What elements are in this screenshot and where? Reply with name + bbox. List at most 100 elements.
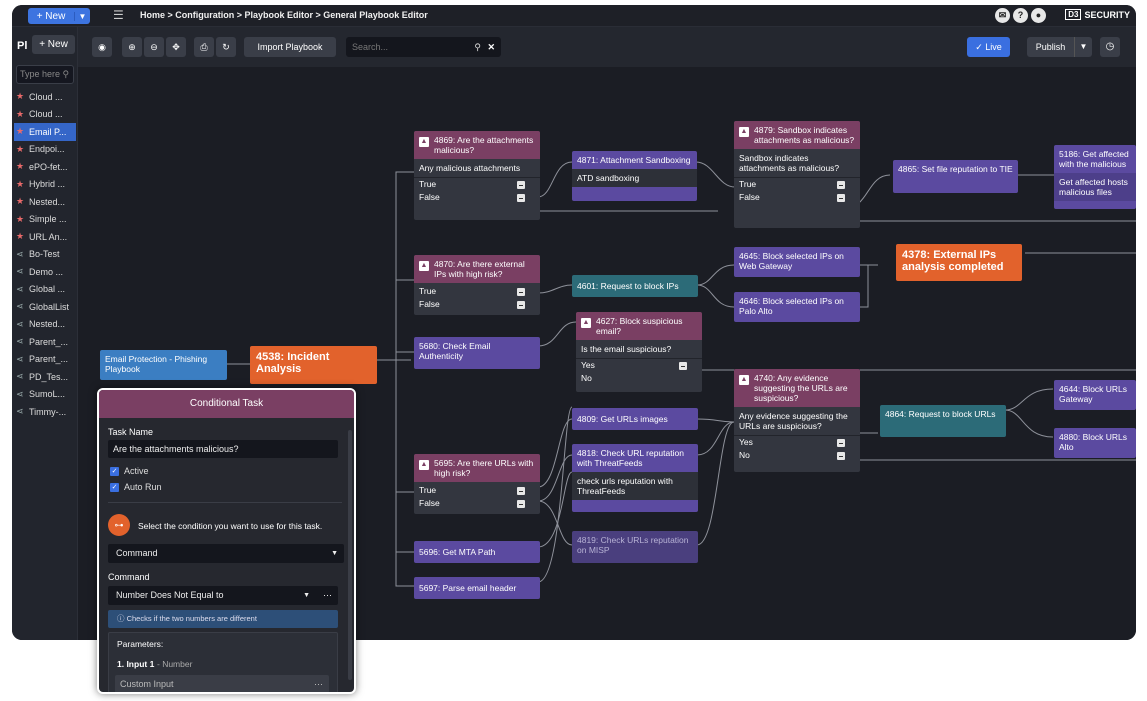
node-4819[interactable]: 4819: Check URLs reputation on MISP (572, 531, 698, 563)
zoom-in-icon[interactable]: ⊕ (122, 37, 142, 57)
sidebar-item[interactable]: ★Hybrid ... (12, 176, 78, 194)
minus-icon[interactable] (837, 452, 845, 460)
sidebar-item[interactable]: ★ePO-fet... (12, 158, 78, 176)
sidebar-item[interactable]: ⋖Parent_... (12, 333, 78, 351)
node-4627[interactable]: ▲4627: Block suspicious email? Is the em… (576, 312, 702, 392)
more-icon[interactable]: ⋯ (314, 679, 323, 689)
auto-run-checkbox[interactable]: ✓Auto Run (110, 482, 162, 492)
minus-icon[interactable] (837, 194, 845, 202)
node-5696[interactable]: 5696: Get MTA Path (414, 541, 540, 563)
menu-toggle-icon[interactable]: ☰ (113, 8, 124, 22)
sidebar-item[interactable]: ⋖GlobalList (12, 298, 78, 316)
sidebar-item[interactable]: ★Cloud ... (12, 88, 78, 106)
node-4879-true[interactable]: True (734, 178, 860, 191)
node-4869[interactable]: ▲4869: Are the attachments malicious? An… (414, 131, 540, 220)
sidebar-item[interactable]: ⋖PD_Tes... (12, 368, 78, 386)
node-4871[interactable]: 4871: Attachment Sandboxing ATD sandboxi… (572, 151, 697, 201)
minus-icon[interactable] (679, 362, 687, 370)
chat-icon[interactable]: ✉ (995, 8, 1010, 23)
node-4870-false[interactable]: False (414, 298, 540, 311)
node-4740-no[interactable]: No (734, 449, 860, 462)
sidebar-item[interactable]: ⋖Bo-Test (12, 246, 78, 264)
sidebar-item[interactable]: ★Email P... (14, 123, 76, 141)
node-4646[interactable]: 4646: Block selected IPs on Palo Alto (734, 292, 860, 322)
sidebar-item[interactable]: ★Nested... (12, 193, 78, 211)
node-4870-true[interactable]: True (414, 285, 540, 298)
search-icon[interactable]: ⚲ (474, 42, 481, 52)
sidebar-item[interactable]: ⋖Global ... (12, 281, 78, 299)
zoom-out-icon[interactable]: ⊖ (144, 37, 164, 57)
node-5695-title: ▲5695: Are there URLs with high risk? (414, 454, 540, 482)
node-4740-yes[interactable]: Yes (734, 436, 860, 449)
node-5695[interactable]: ▲5695: Are there URLs with high risk? Tr… (414, 454, 540, 514)
close-icon[interactable]: ✕ (487, 42, 495, 52)
node-4879[interactable]: ▲4879: Sandbox indicates attachments as … (734, 121, 860, 228)
minus-icon[interactable] (517, 194, 525, 202)
node-4870[interactable]: ▲4870: Are there external IPs with high … (414, 255, 540, 315)
node-4378[interactable]: 4378: External IPs analysis completed (896, 244, 1022, 281)
minus-icon[interactable] (837, 181, 845, 189)
minus-icon[interactable] (517, 500, 525, 508)
sidebar-search-input[interactable]: Type here ⚲ (16, 65, 74, 84)
eye-icon[interactable]: ◉ (92, 37, 112, 57)
chevron-down-icon[interactable]: ▼ (1074, 37, 1092, 57)
node-5680[interactable]: 5680: Check Email Authenticity (414, 337, 540, 369)
panel-scrollbar[interactable] (348, 430, 352, 680)
sidebar-item[interactable]: ★URL An... (12, 228, 78, 246)
more-icon[interactable]: ⋯ (323, 590, 332, 600)
node-4740[interactable]: ▲4740: Any evidence suggesting the URLs … (734, 369, 860, 472)
sidebar-item[interactable]: ⋖SumoL... (12, 386, 78, 404)
sidebar-item[interactable]: ⋖Demo ... (12, 263, 78, 281)
node-5695-true[interactable]: True (414, 484, 540, 497)
new-button[interactable]: + New ▼ (28, 8, 90, 24)
playbook-canvas[interactable]: Email Protection - Phishing Playbook 453… (78, 67, 1136, 640)
sidebar-item[interactable]: ⋖Nested... (12, 316, 78, 334)
condition-type-select[interactable]: Command▼ (108, 544, 344, 563)
command-select[interactable]: Number Does Not Equal to▼⋯ (108, 586, 338, 605)
custom-input-field[interactable]: Custom Input⋯ (115, 675, 329, 692)
help-icon[interactable]: ? (1013, 8, 1028, 23)
node-5697[interactable]: 5697: Parse email header (414, 577, 540, 599)
incident-analysis-node[interactable]: 4538: Incident Analysis (250, 346, 377, 384)
user-icon[interactable]: ● (1031, 8, 1046, 23)
sidebar-item[interactable]: ★Cloud ... (12, 106, 78, 124)
canvas-search-input[interactable]: Search... ⚲ ✕ (346, 37, 501, 57)
active-checkbox[interactable]: ✓Active (110, 466, 149, 476)
minus-icon[interactable] (837, 439, 845, 447)
node-4869-true[interactable]: True (414, 178, 540, 191)
node-4869-false[interactable]: False (414, 191, 540, 204)
node-5695-false[interactable]: False (414, 497, 540, 510)
minus-icon[interactable] (517, 288, 525, 296)
publish-button[interactable]: Publish ▼ (1027, 37, 1092, 57)
node-4809[interactable]: 4809: Get URLs images (572, 408, 698, 430)
sidebar-new-button[interactable]: + New (32, 35, 75, 54)
node-4818[interactable]: 4818: Check URL reputation with ThreatFe… (572, 444, 698, 512)
node-4865[interactable]: 4865: Set file reputation to TIE (893, 160, 1018, 193)
node-4645[interactable]: 4645: Block selected IPs on Web Gateway (734, 247, 860, 277)
sidebar-item[interactable]: ⋖Parent_... (12, 351, 78, 369)
minus-icon[interactable] (517, 301, 525, 309)
node-5186[interactable]: 5186: Get affected with the malicious Ge… (1054, 145, 1136, 209)
print-icon[interactable]: ⎙ (194, 37, 214, 57)
minus-icon[interactable] (517, 181, 525, 189)
sidebar-item[interactable]: ⋖Timmy-... (12, 403, 78, 421)
live-button[interactable]: ✓ Live (967, 37, 1010, 57)
brand-mark: D3 (1065, 9, 1082, 20)
sidebar-item[interactable]: ★Endpoi... (12, 141, 78, 159)
node-4627-yes[interactable]: Yes (576, 359, 702, 372)
start-node[interactable]: Email Protection - Phishing Playbook (100, 350, 227, 380)
node-4879-false[interactable]: False (734, 191, 860, 204)
node-4644[interactable]: 4644: Block URLs Gateway (1054, 380, 1136, 410)
task-name-input[interactable]: Are the attachments malicious? (108, 440, 338, 458)
move-icon[interactable]: ✥ (166, 37, 186, 57)
node-4627-no[interactable]: No (576, 372, 702, 385)
import-playbook-button[interactable]: Import Playbook (244, 37, 336, 57)
history-icon[interactable]: ◷ (1100, 37, 1120, 57)
sidebar-item[interactable]: ★Simple ... (12, 211, 78, 229)
chevron-down-icon[interactable]: ▼ (74, 11, 90, 21)
node-4601[interactable]: 4601: Request to block IPs (572, 275, 698, 297)
minus-icon[interactable] (517, 487, 525, 495)
refresh-icon[interactable]: ↻ (216, 37, 236, 57)
node-4864[interactable]: 4864: Request to block URLs (880, 405, 1006, 437)
node-4880[interactable]: 4880: Block URLs Alto (1054, 428, 1136, 458)
